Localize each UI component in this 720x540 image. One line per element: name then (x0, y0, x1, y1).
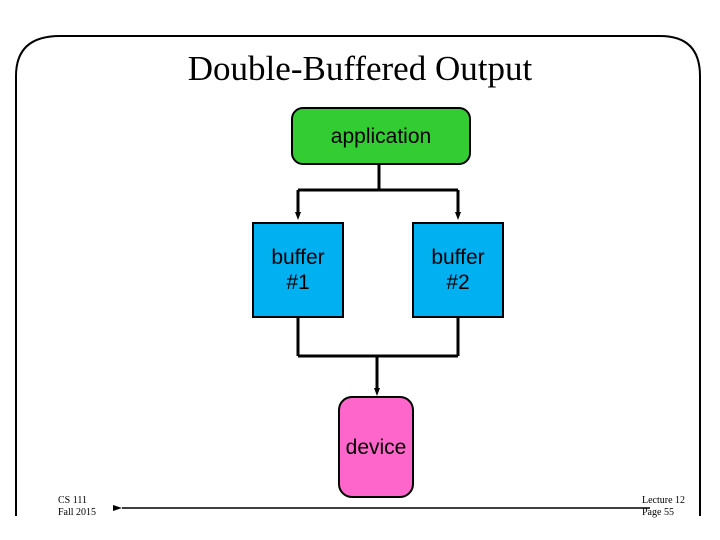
diagram-node-device[interactable]: device (338, 396, 414, 498)
page-title: Double-Buffered Output (187, 49, 533, 88)
diagram-node-buffer-1[interactable]: buffer #1 (252, 222, 344, 318)
node-label-buffer-2: buffer #2 (431, 246, 485, 294)
footer-course-info: CS 111 Fall 2015 (58, 495, 97, 518)
node-label-device: device (345, 435, 407, 459)
diagram-node-application[interactable]: application (291, 107, 471, 165)
footer-lecture-page: Lecture 12 Page 55 (642, 495, 686, 518)
diagram-node-buffer-2[interactable]: buffer #2 (412, 222, 504, 318)
node-label-buffer-1: buffer #1 (271, 246, 325, 294)
node-label-application: application (330, 124, 432, 148)
